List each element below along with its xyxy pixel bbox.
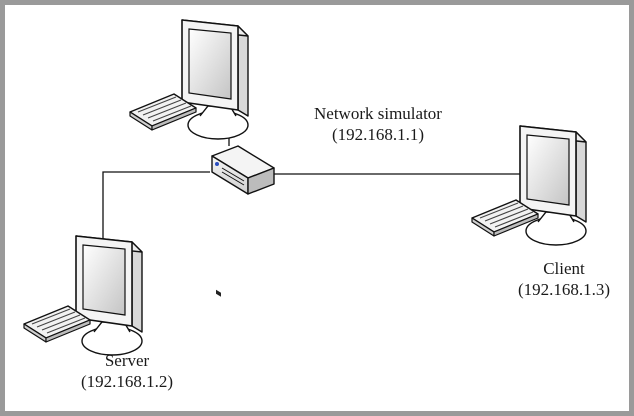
network-switch-icon: [211, 145, 275, 297]
server-name: Server: [104, 351, 150, 370]
computer-icon: [181, 19, 249, 140]
server-ip: (192.168.1.2): [80, 372, 174, 391]
simulator-label: Network simulator (192.168.1.1): [278, 103, 478, 145]
computer-icon: [519, 125, 587, 246]
top-computer: [129, 19, 249, 140]
client-label: Client (192.168.1.3): [484, 258, 634, 300]
link-server: [102, 171, 210, 244]
client-ip: (192.168.1.3): [517, 280, 611, 299]
simulator-ip: (192.168.1.1): [331, 125, 425, 144]
server-label: Server (192.168.1.2): [52, 350, 202, 392]
simulator-name: Network simulator: [314, 104, 442, 123]
server-computer: [23, 235, 143, 356]
client-computer: [471, 125, 587, 246]
computer-icon: [75, 235, 143, 356]
client-name: Client: [543, 259, 585, 278]
